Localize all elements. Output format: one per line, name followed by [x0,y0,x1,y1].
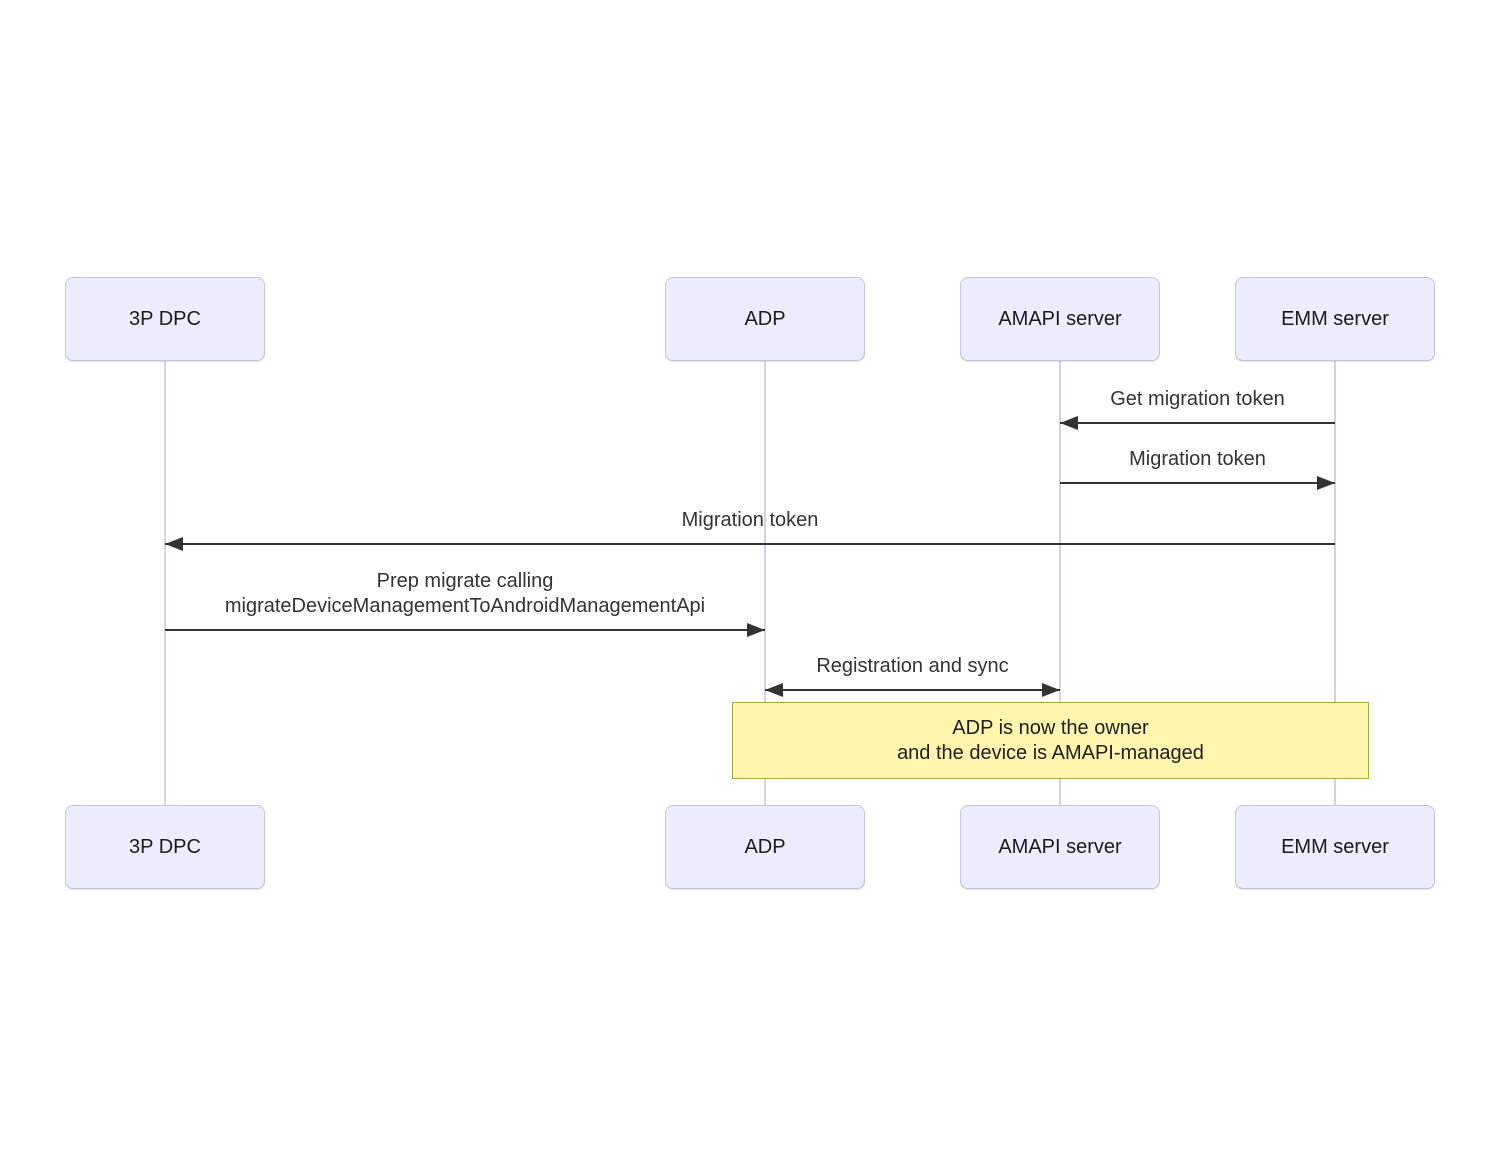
arrow-line [165,543,1335,545]
message-label: Migration token [1129,448,1266,470]
actor-label: AMAPI server [998,307,1122,330]
message-arrow [165,623,765,637]
message-label-line-1: Prep migrate calling [376,570,554,592]
actor-label: 3P DPC [129,835,201,858]
arrow-line [1060,422,1335,424]
actor-box-3p-dpc-bottom: 3P DPC [65,805,265,889]
message-registration-and-sync: Registration and sync [765,654,1060,697]
actor-box-adp-bottom: ADP [665,805,865,889]
actor-label: ADP [744,307,786,330]
message-label: Migration token [681,509,819,531]
actor-box-amapi-server-bottom: AMAPI server [960,805,1160,889]
message-arrow [165,537,1335,551]
message-label-line-2: migrateDeviceManagementToAndroidManageme… [224,595,706,617]
note-line-2: and the device is AMAPI-managed [897,742,1204,764]
message-arrow [1060,476,1335,490]
message-prep-migrate: Prep migrate calling migrateDeviceManage… [165,569,765,637]
lifeline-amapi-server [1059,319,1061,847]
message-arrow [1060,416,1335,430]
actor-label: EMM server [1281,307,1389,330]
message-label: Get migration token [1110,388,1285,410]
message-migration-token-to-emm: Migration token [1060,447,1335,490]
message-get-migration-token: Get migration token [1060,387,1335,430]
message-migration-token-to-dpc: Migration token [165,508,1335,551]
arrowhead-left-icon [165,537,183,551]
message-label: Prep migrate calling migrateDeviceManage… [165,569,765,619]
arrowhead-left-icon [1060,416,1078,430]
arrowhead-left-icon [765,683,783,697]
actor-box-amapi-server-top: AMAPI server [960,277,1160,361]
note-device-ownership: ADP is now the owner and the device is A… [732,702,1369,779]
note-line-1: ADP is now the owner [952,717,1149,739]
actor-box-adp-top: ADP [665,277,865,361]
arrowhead-right-icon [1317,476,1335,490]
arrowhead-right-icon [1042,683,1060,697]
message-label: Registration and sync [816,655,1009,677]
actor-label: 3P DPC [129,307,201,330]
actor-box-emm-server-top: EMM server [1235,277,1435,361]
actor-label: ADP [744,835,786,858]
actor-label: AMAPI server [998,835,1122,858]
actor-box-3p-dpc-top: 3P DPC [65,277,265,361]
arrowhead-right-icon [747,623,765,637]
arrow-line [765,689,1060,691]
message-arrow [765,683,1060,697]
actor-box-emm-server-bottom: EMM server [1235,805,1435,889]
arrow-line [165,629,765,631]
arrow-line [1060,482,1335,484]
actor-label: EMM server [1281,835,1389,858]
lifeline-adp [764,319,766,847]
lifeline-emm-server [1334,319,1336,847]
lifeline-3p-dpc [164,319,166,847]
